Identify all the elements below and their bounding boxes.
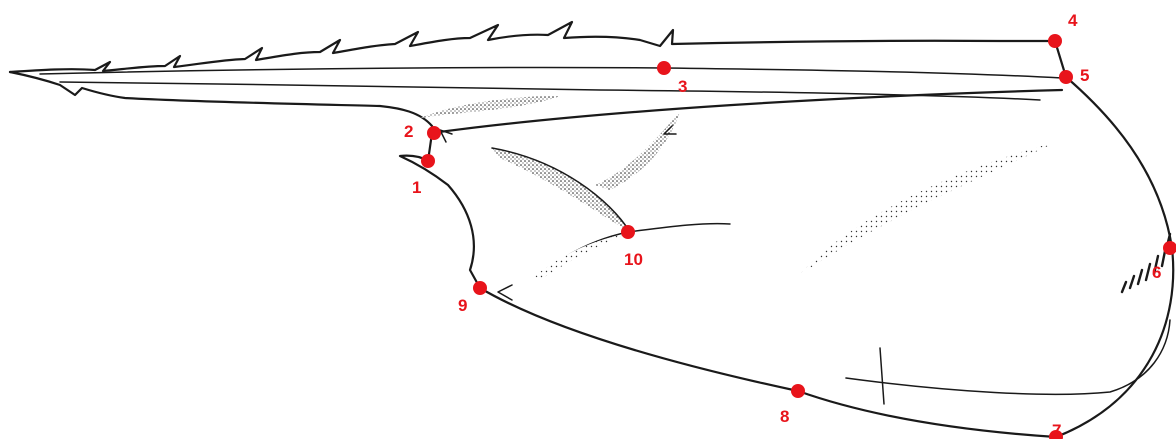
landmark-3-dot: [657, 61, 671, 75]
cervical-groove-shading: [535, 233, 628, 280]
landmark-9-dot: [473, 281, 487, 295]
landmark-dots: [421, 34, 1176, 439]
hepatic-spine: [492, 148, 630, 232]
rostrum-inner-ridge: [40, 67, 1062, 78]
landmark-10-label: 10: [624, 250, 643, 269]
landmark-labels: 1 2 3 4 5 6 7 8 9 10: [404, 11, 1161, 439]
landmark-5-label: 5: [1080, 66, 1089, 85]
rostrum-ventral-serrated-edge: [10, 72, 432, 126]
landmark-2-dot: [427, 126, 441, 140]
landmark-9-label: 9: [458, 296, 467, 315]
ventral-vertical-tick: [880, 348, 884, 404]
landmark-7-label: 7: [1052, 421, 1061, 439]
landmark-6-label: 6: [1152, 263, 1161, 282]
rostral-shading: [420, 96, 560, 118]
landmark-10-dot: [621, 225, 635, 239]
landmark-3-label: 3: [678, 77, 687, 96]
landmark-4-label: 4: [1068, 11, 1078, 30]
landmark-1-dot: [421, 154, 435, 168]
landmark-2-label: 2: [404, 122, 413, 141]
ventral-inner-margin: [846, 320, 1170, 394]
landmark-1-label: 1: [412, 178, 421, 197]
cervical-groove-upper: [595, 112, 680, 190]
landmark-8-dot: [791, 384, 805, 398]
branchial-groove: [800, 142, 1056, 274]
landmark-8-label: 8: [780, 407, 789, 426]
landmark-4-dot: [1048, 34, 1062, 48]
landmark-5-dot: [1059, 70, 1073, 84]
rostrum-dorsal-serrated-edge: [10, 22, 1055, 72]
posterior-hatching: [1122, 234, 1170, 292]
